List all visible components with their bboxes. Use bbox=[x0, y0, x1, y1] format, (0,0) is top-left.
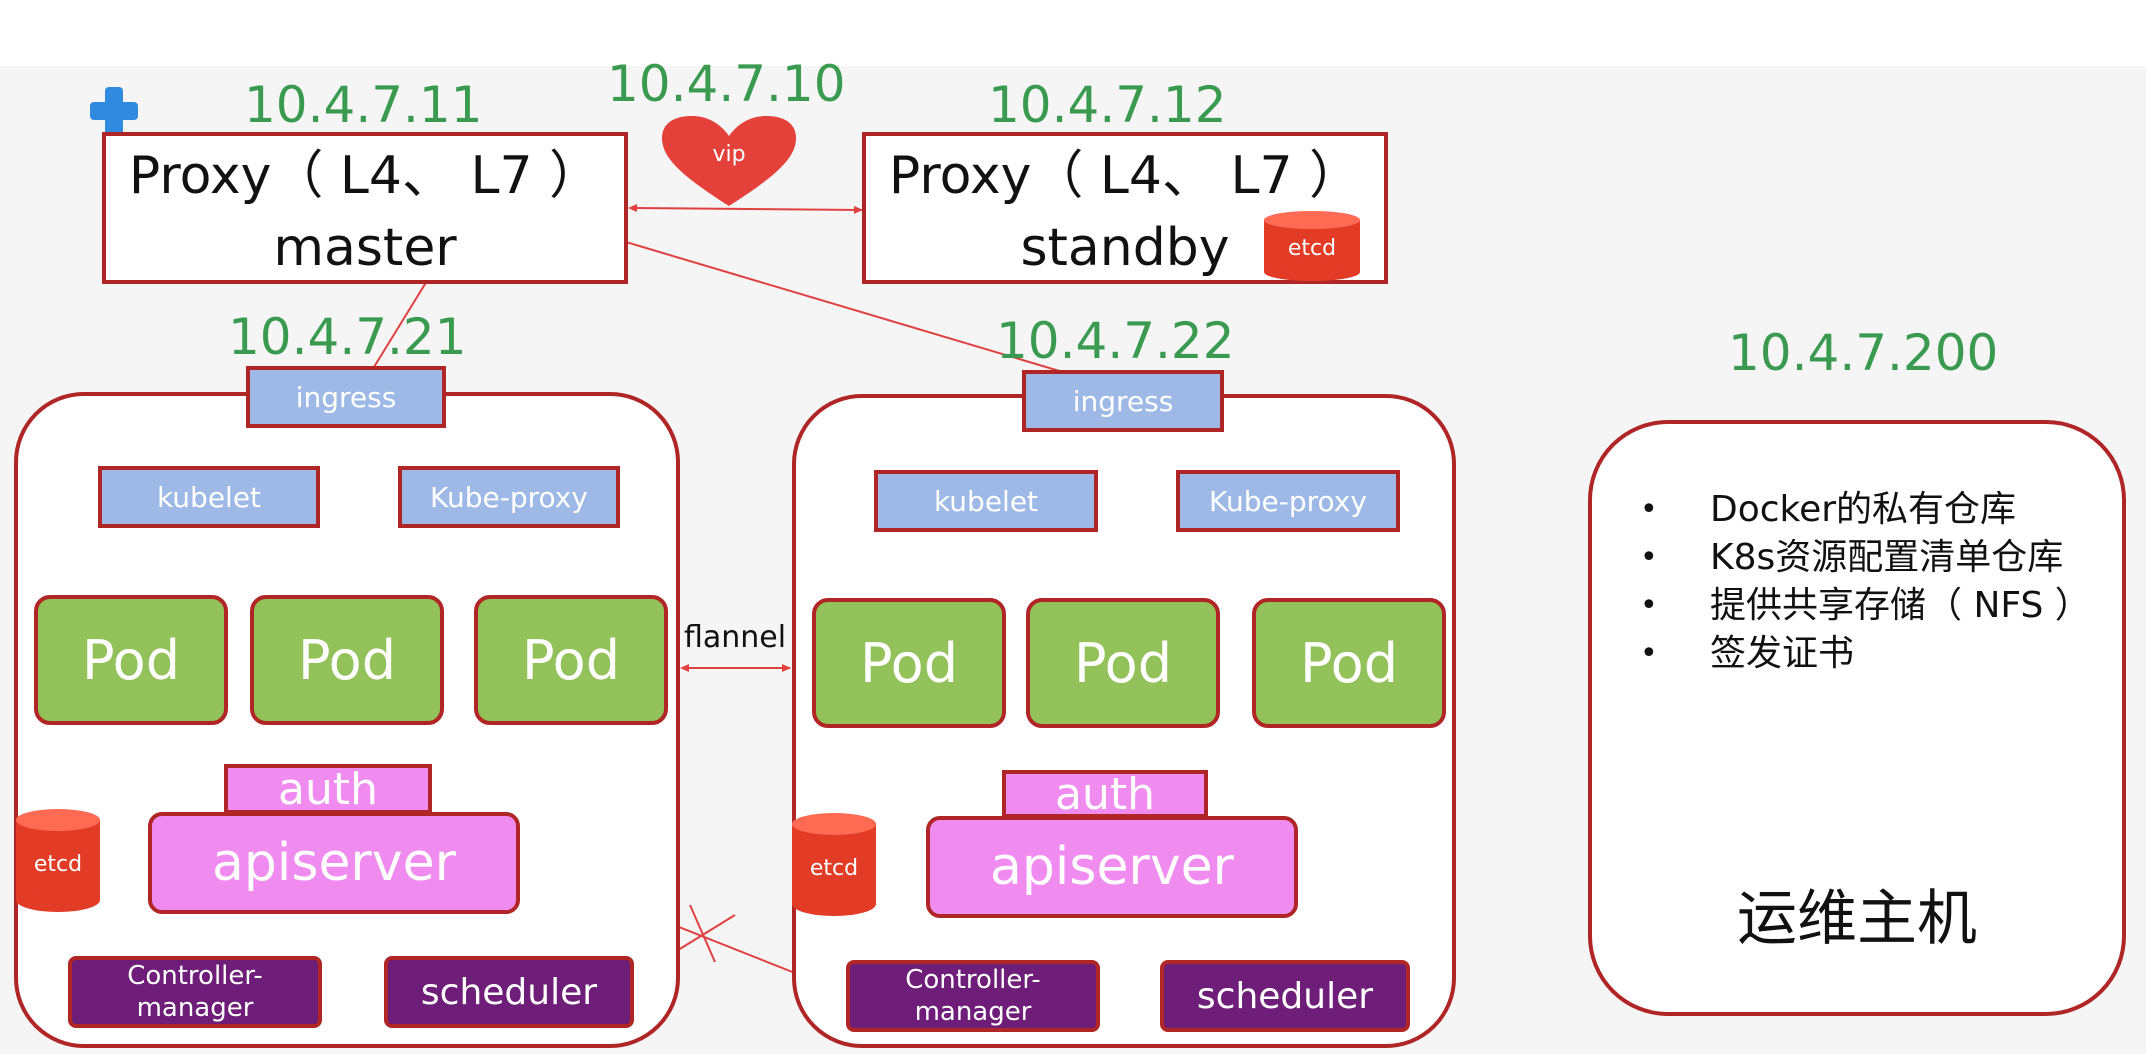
pod-22-3: Pod bbox=[1252, 598, 1446, 728]
ops-host-feature-list: Docker的私有仓库 K8s资源配置清单仓库 提供共享存储（ NFS ） 签发… bbox=[1640, 486, 2091, 678]
pod-21-3: Pod bbox=[474, 595, 668, 725]
ip-vip: 10.4.7.10 bbox=[607, 55, 846, 113]
etcd-standby-label: etcd bbox=[1287, 236, 1337, 261]
etcd-22-label: etcd bbox=[809, 856, 859, 881]
ingress-21: ingress bbox=[246, 366, 446, 428]
ip-ops-host: 10.4.7.200 bbox=[1728, 324, 1999, 382]
etcd-22-icon: etcd bbox=[790, 812, 878, 918]
scheduler-22: scheduler bbox=[1160, 960, 1410, 1032]
ingress-22: ingress bbox=[1022, 370, 1224, 432]
pod-22-1: Pod bbox=[812, 598, 1006, 728]
proxy-master-line1: Proxy（ L4、 L7 ） bbox=[128, 146, 602, 206]
controller-manager-21: Controller- manager bbox=[68, 956, 322, 1028]
controller-manager-22: Controller- manager bbox=[846, 960, 1100, 1032]
proxy-master-box: Proxy（ L4、 L7 ） master bbox=[102, 132, 628, 284]
controller-manager-22-line2: manager bbox=[914, 997, 1032, 1027]
proxy-standby-line2: standby bbox=[1020, 218, 1230, 278]
ip-node-22: 10.4.7.22 bbox=[996, 312, 1235, 370]
vip-label: vip bbox=[712, 142, 746, 167]
proxy-standby-line1: Proxy（ L4、 L7 ） bbox=[888, 146, 1362, 206]
pod-21-2: Pod bbox=[250, 595, 444, 725]
flannel-label: flannel bbox=[684, 620, 787, 655]
apiserver-21: apiserver bbox=[148, 812, 520, 914]
ip-proxy-master: 10.4.7.11 bbox=[244, 76, 483, 134]
ip-node-21: 10.4.7.21 bbox=[228, 308, 467, 366]
plus-icon bbox=[90, 87, 138, 135]
ip-proxy-standby: 10.4.7.12 bbox=[988, 76, 1227, 134]
kube-proxy-21: Kube-proxy bbox=[398, 466, 620, 528]
ops-host-title: 运维主机 bbox=[1737, 884, 1977, 954]
etcd-21-icon: etcd bbox=[14, 808, 102, 914]
proxy-standby-box: Proxy（ L4、 L7 ） standby bbox=[862, 132, 1388, 284]
auth-22: auth bbox=[1002, 769, 1208, 820]
kubelet-22: kubelet bbox=[874, 470, 1098, 532]
controller-manager-21-line1: Controller- bbox=[127, 961, 263, 991]
scheduler-21: scheduler bbox=[384, 956, 634, 1028]
kube-proxy-22: Kube-proxy bbox=[1176, 470, 1400, 532]
etcd-standby-icon: etcd bbox=[1262, 210, 1362, 282]
vip-link-line bbox=[628, 204, 863, 214]
kubelet-21: kubelet bbox=[98, 466, 320, 528]
pod-22-2: Pod bbox=[1026, 598, 1220, 728]
vip-heart-icon: vip bbox=[662, 116, 796, 208]
ops-host-item: 提供共享存储（ NFS ） bbox=[1640, 582, 2091, 630]
ops-host-item: Docker的私有仓库 bbox=[1640, 486, 2091, 534]
controller-manager-21-line2: manager bbox=[136, 993, 254, 1023]
auth-21: auth bbox=[224, 764, 432, 815]
etcd-21-label: etcd bbox=[33, 852, 83, 877]
apiserver-22: apiserver bbox=[926, 816, 1298, 918]
ops-host-item: K8s资源配置清单仓库 bbox=[1640, 534, 2091, 582]
pod-21-1: Pod bbox=[34, 595, 228, 725]
ops-host-item: 签发证书 bbox=[1640, 630, 2091, 678]
proxy-master-line2: master bbox=[273, 218, 457, 278]
controller-manager-22-line1: Controller- bbox=[905, 965, 1041, 995]
